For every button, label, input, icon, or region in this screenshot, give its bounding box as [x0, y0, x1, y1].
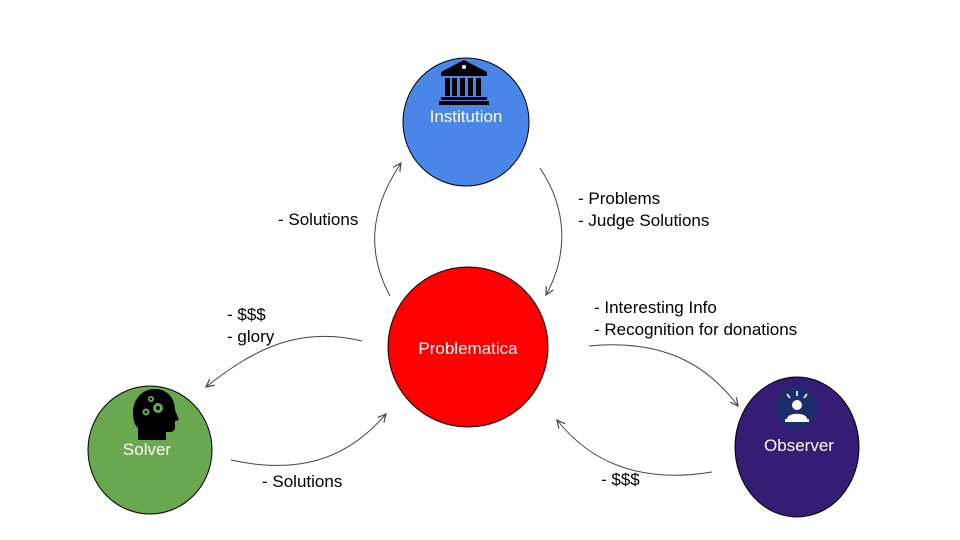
observer-label: Observer [764, 436, 834, 455]
problematica-node [387, 266, 549, 428]
edge-label-line: - Interesting Info [594, 298, 717, 317]
edge-label-line: - Solutions [262, 472, 343, 491]
edge-label-line: - glory [227, 327, 275, 346]
edge-label-problems: - Problems - Judge Solutions [578, 188, 709, 232]
person-spotlight-icon [776, 387, 818, 429]
edge-label-rewards-to-solver: - $$$ - glory [227, 304, 274, 348]
edge-label-line: - $$$ [227, 305, 266, 324]
edge-label-line: - Solutions [278, 210, 359, 229]
edge-label-money-from-observer: - $$$ [601, 469, 640, 491]
arrow-problematica-to-observer [588, 344, 738, 406]
edge-label-info-to-observer: - Interesting Info - Recognition for don… [594, 297, 797, 341]
arrow-observer-to-problematica [557, 420, 713, 476]
problematica-label: Problematica [418, 339, 518, 358]
head-gears-icon [133, 389, 179, 440]
edge-label-line: - Problems [578, 189, 661, 208]
solver-label: Solver [122, 440, 172, 459]
observer-node [734, 376, 860, 518]
edge-label-line: - $$$ [601, 470, 640, 489]
arrow-problematica-to-institution [374, 163, 401, 297]
institution-node [402, 57, 530, 187]
edge-label-line: - Judge Solutions [578, 211, 710, 230]
solver-node [87, 385, 213, 515]
institution-label: Institution [429, 107, 503, 126]
edge-label-solutions-to-institution: - Solutions [278, 209, 358, 231]
edge-label-solutions-from-solver: - Solutions [262, 471, 342, 493]
arrow-institution-to-problematica [539, 167, 563, 295]
arrow-solver-to-problematica [230, 414, 386, 466]
arrow-problematica-to-solver [206, 335, 363, 387]
edge-label-line: - Recognition for donations [594, 320, 798, 339]
